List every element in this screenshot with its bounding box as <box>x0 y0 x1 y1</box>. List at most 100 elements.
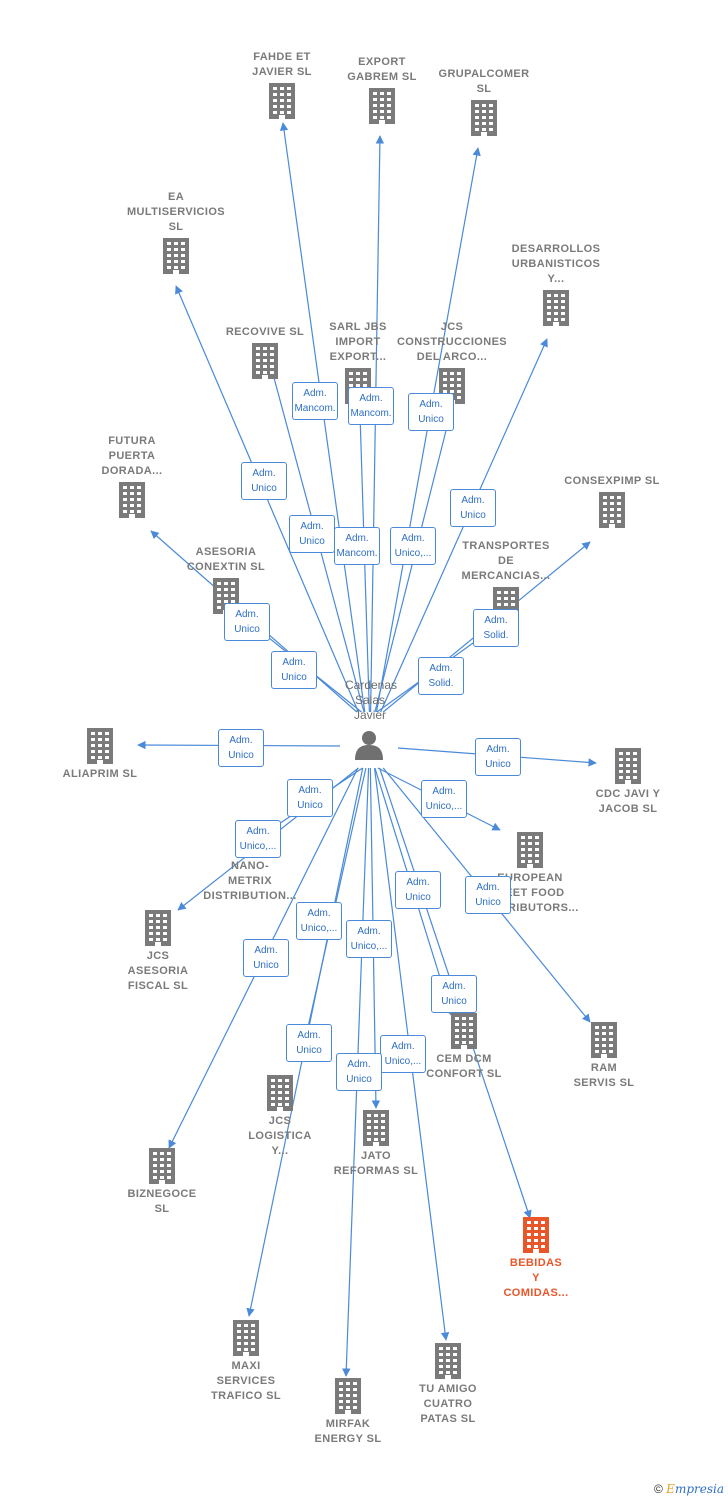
company-name: JATO REFORMAS SL <box>333 1150 419 1177</box>
company-node-desarrollos[interactable]: DESARROLLOS URBANISTICOS Y... <box>491 242 621 329</box>
company-name: MAXI SERVICES TRAFICO SL <box>211 1360 281 1402</box>
company-name: CEM DCM CONFORT SL <box>426 1053 502 1080</box>
company-name: JCS CONSTRUCCIONES DEL ARCO... <box>396 321 508 363</box>
company-node-mirfak[interactable]: MIRFAK ENERGY SL <box>283 1375 413 1447</box>
person-icon <box>355 731 383 760</box>
center-person-label: Cardenas Salas Javier <box>345 678 398 722</box>
company-name: JCS LOGISTICA Y... <box>248 1115 312 1157</box>
role-badge-ram[interactable]: Adm. Unico <box>465 876 511 914</box>
company-name: SARL JBS IMPORT EXPORT... <box>329 321 387 363</box>
company-node-export[interactable]: EXPORT GABREM SL <box>317 55 447 127</box>
building-icon <box>233 1320 259 1356</box>
role-badge-recovive[interactable]: Adm. Unico <box>289 515 335 553</box>
center-person[interactable]: Cardenas Salas Javier <box>345 678 398 723</box>
footer-brand: © Empresia <box>654 1482 724 1496</box>
building-icon <box>435 1343 461 1379</box>
role-badge-transportes[interactable]: Adm. Solid. <box>473 609 519 647</box>
building-icon <box>599 492 625 528</box>
brand-logo: Empresia <box>666 1482 724 1496</box>
company-node-transportes[interactable]: TRANSPORTES DE MERCANCIAS... <box>441 539 571 626</box>
company-name: EXPORT GABREM SL <box>347 56 417 83</box>
role-badge-desarrollos[interactable]: Adm. Unico <box>450 489 496 527</box>
building-icon <box>149 1148 175 1184</box>
role-badge-consexpimp[interactable]: Adm. Solid. <box>418 657 464 695</box>
company-node-jcs-asesoria[interactable]: JCS ASESORIA FISCAL SL <box>93 907 223 994</box>
building-icon <box>591 1022 617 1058</box>
role-badge-biznegoce[interactable]: Adm. Unico <box>243 939 289 977</box>
company-node-aliaprim[interactable]: ALIAPRIM SL <box>35 725 165 782</box>
role-badge-jcs-constr[interactable]: Adm. Unico,... <box>390 527 436 565</box>
building-icon <box>615 748 641 784</box>
role-badge-nano[interactable]: Adm. Unico <box>287 779 333 817</box>
company-name: TU AMIGO CUATRO PATAS SL <box>419 1383 477 1425</box>
company-node-maxi[interactable]: MAXI SERVICES TRAFICO SL <box>181 1317 311 1404</box>
company-name: GRUPALCOMER SL <box>438 68 530 95</box>
role-badge-fahde[interactable]: Adm. Mancom. <box>292 382 338 420</box>
building-icon <box>119 482 145 518</box>
company-name: BIZNEGOCE SL <box>127 1188 197 1215</box>
building-icon <box>363 1110 389 1146</box>
company-name: MIRFAK ENERGY SL <box>314 1418 382 1445</box>
role-badge-aliaprim[interactable]: Adm. Unico <box>218 729 264 767</box>
company-node-biznegoce[interactable]: BIZNEGOCE SL <box>97 1145 227 1217</box>
company-name: JCS ASESORIA FISCAL SL <box>127 950 189 992</box>
company-name: RAM SERVIS SL <box>573 1062 635 1089</box>
role-badge-cem[interactable]: Adm. Unico <box>395 871 441 909</box>
company-node-ram[interactable]: RAM SERVIS SL <box>539 1019 669 1091</box>
company-node-asesoria-conextin[interactable]: ASESORIA CONEXTIN SL <box>161 545 291 617</box>
company-name: ALIAPRIM SL <box>62 768 138 780</box>
building-icon <box>517 832 543 868</box>
building-icon <box>252 343 278 379</box>
building-icon <box>269 83 295 119</box>
building-icon <box>543 290 569 326</box>
role-badge-jcs-asesoria[interactable]: Adm. Unico,... <box>235 820 281 858</box>
company-node-ea[interactable]: EA MULTISERVICIOS SL <box>111 190 241 277</box>
company-name: EA MULTISERVICIOS SL <box>126 191 226 233</box>
role-badge-export[interactable]: Adm. Mancom. <box>348 387 394 425</box>
company-node-cdc[interactable]: CDC JAVI Y JACOB SL <box>563 745 693 817</box>
role-badge-maxi[interactable]: Adm. Unico <box>286 1024 332 1062</box>
company-node-grupal[interactable]: GRUPALCOMER SL <box>419 67 549 139</box>
role-badge-bebidas[interactable]: Adm. Unico <box>431 975 477 1013</box>
company-name: CONSEXPIMP SL <box>564 475 660 487</box>
role-badge-jato[interactable]: Adm. Unico,... <box>346 920 392 958</box>
building-icon <box>87 728 113 764</box>
building-icon <box>335 1378 361 1414</box>
copyright-symbol: © <box>653 1482 663 1496</box>
company-node-recovive[interactable]: RECOVIVE SL <box>200 325 330 382</box>
building-icon <box>369 88 395 124</box>
company-node-jcs-logistica[interactable]: JCS LOGISTICA Y... <box>215 1072 345 1159</box>
company-name: FAHDE ET JAVIER SL <box>252 51 312 78</box>
building-icon <box>523 1217 549 1253</box>
building-icon <box>267 1075 293 1111</box>
company-node-bebidas[interactable]: BEBIDAS Y COMIDAS... <box>471 1214 601 1301</box>
company-name: DESARROLLOS URBANISTICOS Y... <box>511 243 601 285</box>
company-name: ASESORIA CONEXTIN SL <box>186 546 266 573</box>
company-name: FUTURA PUERTA DORADA... <box>101 435 163 477</box>
company-node-futura[interactable]: FUTURA PUERTA DORADA... <box>67 434 197 521</box>
role-badge-futura[interactable]: Adm. Unico <box>224 603 270 641</box>
building-icon <box>145 910 171 946</box>
company-name: BEBIDAS Y COMIDAS... <box>503 1257 569 1299</box>
company-name: RECOVIVE SL <box>225 326 305 338</box>
role-badge-european[interactable]: Adm. Unico,... <box>421 780 467 818</box>
role-badge-jcs-logistica[interactable]: Adm. Unico,... <box>296 902 342 940</box>
role-badge-tuamigo[interactable]: Adm. Unico,... <box>380 1035 426 1073</box>
company-node-tuamigo[interactable]: TU AMIGO CUATRO PATAS SL <box>383 1340 513 1427</box>
role-badge-ea[interactable]: Adm. Unico <box>241 462 287 500</box>
company-node-consexpimp[interactable]: CONSEXPIMP SL <box>547 474 677 531</box>
role-badge-mirfak[interactable]: Adm. Unico <box>336 1053 382 1091</box>
company-name: TRANSPORTES DE MERCANCIAS... <box>461 540 551 582</box>
building-icon <box>451 1013 477 1049</box>
company-node-jato[interactable]: JATO REFORMAS SL <box>311 1107 441 1179</box>
role-badge-sarl[interactable]: Adm. Mancom. <box>334 527 380 565</box>
company-node-cem[interactable]: CEM DCM CONFORT SL <box>399 1010 529 1082</box>
role-badge-grupal[interactable]: Adm. Unico <box>408 393 454 431</box>
building-icon <box>163 238 189 274</box>
company-name: CDC JAVI Y JACOB SL <box>595 788 661 815</box>
role-badge-asesoria-conextin[interactable]: Adm. Unico <box>271 651 317 689</box>
role-badge-cdc[interactable]: Adm. Unico <box>475 738 521 776</box>
company-node-fahde[interactable]: FAHDE ET JAVIER SL <box>217 50 347 122</box>
building-icon <box>471 100 497 136</box>
company-name: NANO- METRIX DISTRIBUTION... <box>203 860 297 902</box>
